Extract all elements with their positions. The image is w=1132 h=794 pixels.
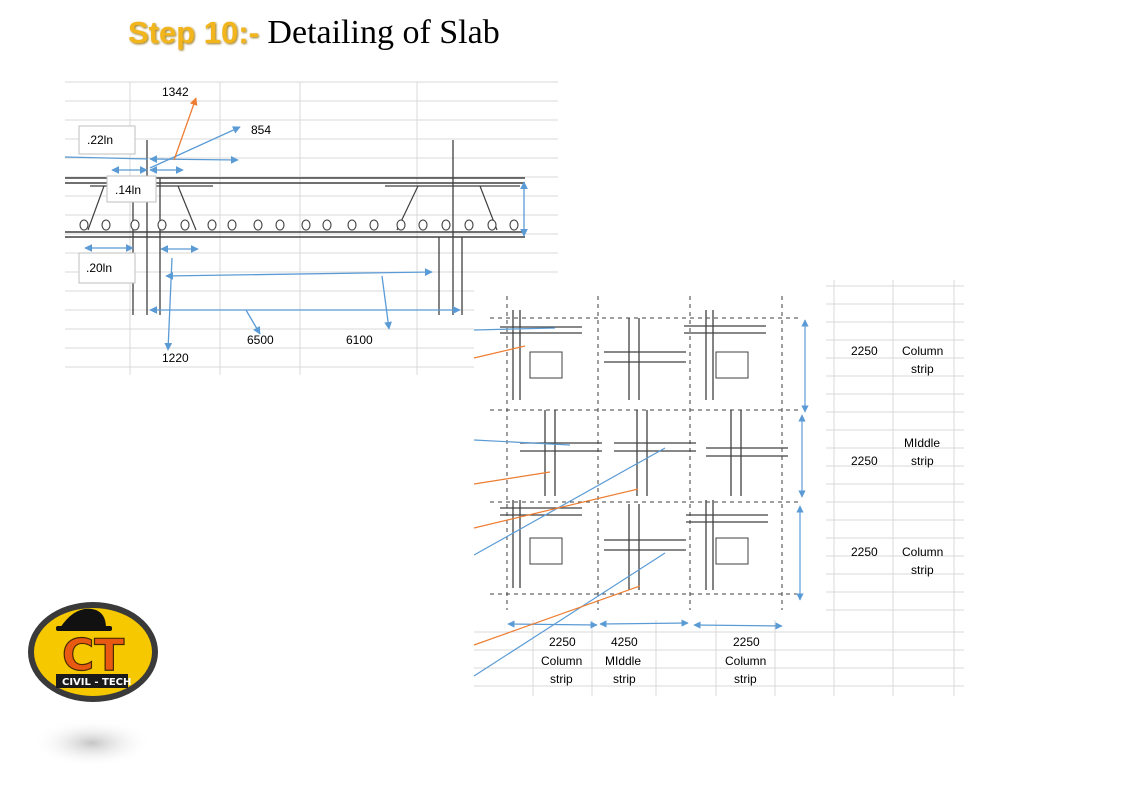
bottom-bars [79,219,519,231]
right-label-3-line1: Column [902,545,943,559]
plan-arrows [473,319,809,677]
bottom-label-3-line1: Column [725,654,766,668]
bottom-label-2-value: 4250 [611,635,638,649]
bottom-label-3-line2: strip [734,672,757,686]
bottom-label-2-line2: strip [613,672,636,686]
plan-dashed-lines [490,296,800,610]
label-22ln: .22ln [87,133,113,147]
plan-background [474,280,964,696]
box-14ln [106,175,157,203]
right-label-1-value: 2250 [851,344,878,358]
right-label-3-value: 2250 [851,545,878,559]
plan-orange-lines [473,345,641,646]
box-20ln [78,252,136,284]
right-label-3-line2: strip [911,563,934,577]
plan-columns [529,351,749,565]
bottom-label-1-line1: Column [541,654,582,668]
plan-bars [500,310,788,590]
right-strip-labels: 2250 Column strip 2250 MIddle strip 2250… [851,344,943,577]
title-step: Step 10:- [128,15,259,50]
bottom-label-1-line2: strip [550,672,573,686]
box-22ln [78,125,136,155]
right-label-2-line2: strip [911,454,934,468]
plan-grid [474,280,964,696]
label-6100: 6100 [346,333,373,347]
label-20ln: .20ln [86,261,112,275]
logo-letters: CT [62,630,124,681]
bottom-label-3-value: 2250 [733,635,760,649]
label-6500: 6500 [247,333,274,347]
right-label-2-line1: MIddle [904,436,940,450]
label-14ln: .14ln [115,183,141,197]
logo-caption: CIVIL - TECH [62,677,131,688]
slide-title: Step 10:- Detailing of Slab [128,14,500,52]
bottom-label-2-line1: MIddle [605,654,641,668]
right-label-2-value: 2250 [851,454,878,468]
bottom-strip-labels: 2250 Column strip 4250 MIddle strip 2250… [541,635,766,686]
right-label-1-line2: strip [911,362,934,376]
right-label-1-line1: Column [902,344,943,358]
label-1342: 1342 [162,85,189,99]
label-854: 854 [251,123,271,137]
bottom-label-1-value: 2250 [549,635,576,649]
arrow-1342 [173,97,198,161]
title-text: Detailing of Slab [267,14,500,51]
label-1220: 1220 [162,351,189,365]
civil-tech-logo: CT CIVIL - TECH [28,602,158,767]
section-arrows [64,126,528,351]
